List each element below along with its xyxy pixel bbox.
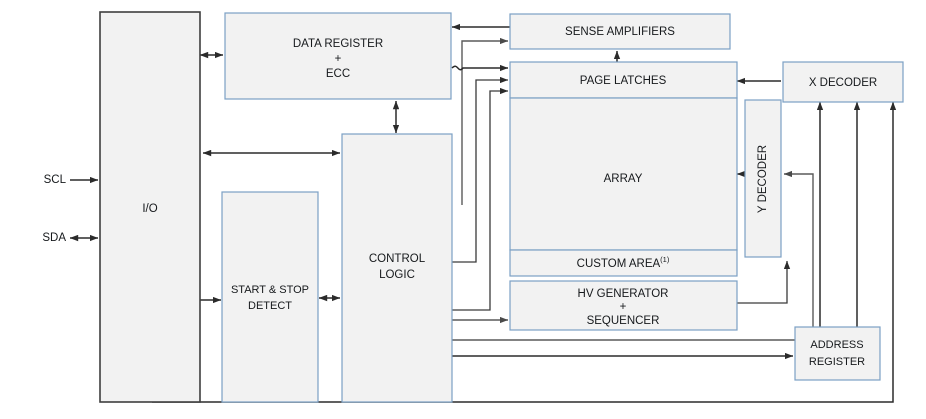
block-array-label: ARRAY (604, 173, 643, 185)
block-io[interactable]: I/O (99, 11, 201, 403)
svg-text:CUSTOM AREA(1): CUSTOM AREA(1) (577, 255, 670, 270)
wire-control-logic-to-page-latches-b (452, 87, 509, 311)
block-control-logic-label-line1: CONTROL (369, 253, 426, 265)
wire-control-logic-bus-to-y-decoder (452, 170, 814, 341)
block-data-register-label-line3: ECC (326, 68, 350, 80)
block-control-logic-label-line2: LOGIC (379, 269, 415, 281)
block-x-decoder-label: X DECODER (809, 77, 877, 89)
block-sense-amplifiers[interactable]: SENSE AMPLIFIERS (509, 13, 731, 50)
block-page-latches-label: PAGE LATCHES (580, 75, 667, 87)
block-hv-generator[interactable]: HV GENERATOR + SEQUENCER (509, 280, 738, 331)
block-page-latches[interactable]: PAGE LATCHES (509, 61, 738, 99)
block-control-logic[interactable]: CONTROL LOGIC (341, 133, 453, 403)
block-data-register-label-line2: + (335, 53, 342, 65)
block-y-decoder[interactable]: Y DECODER (744, 99, 782, 258)
block-address-register-label-line2: REGISTER (809, 356, 865, 368)
block-address-register-label-line1: ADDRESS (810, 339, 863, 351)
wire-control-logic-to-page-latches-a (452, 76, 509, 263)
block-x-decoder[interactable]: X DECODER (782, 61, 904, 103)
block-data-register-label-line1: DATA REGISTER (293, 38, 383, 50)
block-start-stop-detect[interactable]: START & STOP DETECT (221, 191, 319, 403)
wire-control-to-sense-amplifiers (461, 37, 509, 205)
block-sense-amplifiers-label: SENSE AMPLIFIERS (565, 26, 675, 38)
block-custom-area[interactable]: CUSTOM AREA(1) (509, 249, 738, 277)
block-data-register[interactable]: DATA REGISTER + ECC (224, 12, 452, 100)
wire-hv-generator-to-y-decoder (737, 260, 791, 304)
signal-label-scl: SCL (44, 174, 67, 186)
block-y-decoder-label: Y DECODER (757, 145, 769, 213)
block-custom-area-footnote: (1) (660, 255, 670, 264)
block-hv-generator-label-line3: SEQUENCER (587, 315, 660, 327)
block-start-stop-detect-label-line1: START & STOP (231, 284, 309, 296)
wire-data-register-to-page-latches (451, 64, 509, 72)
block-custom-area-label: CUSTOM AREA (577, 258, 661, 270)
block-array[interactable]: ARRAY (509, 97, 738, 251)
signal-label-sda: SDA (42, 232, 66, 244)
block-start-stop-detect-label-line2: DETECT (248, 300, 292, 312)
block-hv-generator-label-line2: + (620, 301, 627, 313)
block-hv-generator-label-line1: HV GENERATOR (578, 288, 669, 300)
block-address-register[interactable]: ADDRESS REGISTER (794, 326, 881, 381)
block-io-label: I/O (142, 203, 157, 215)
